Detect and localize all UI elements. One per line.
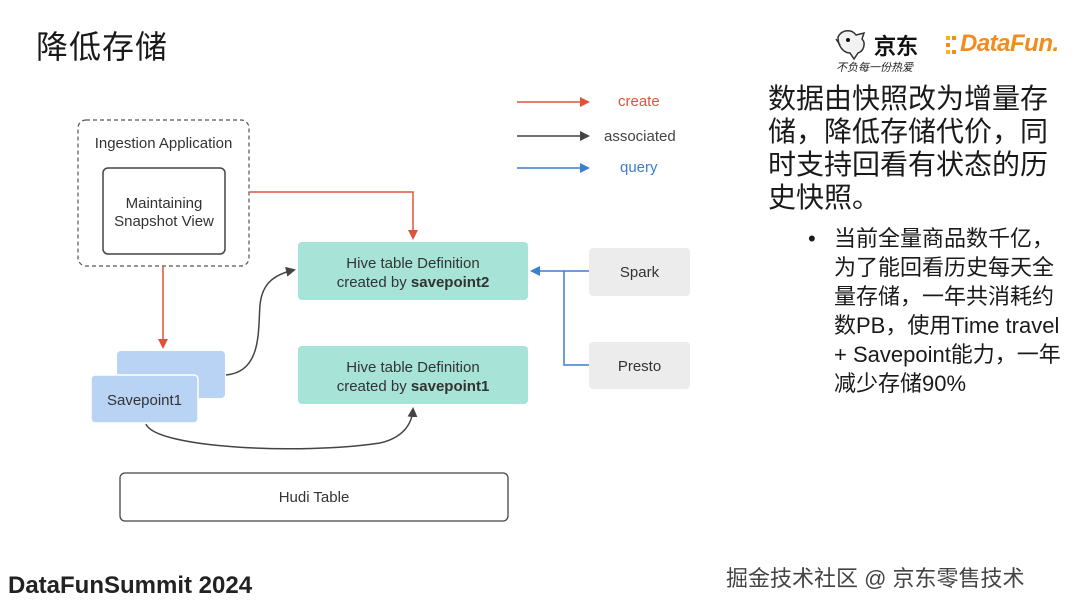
hive-definition-2-box xyxy=(298,242,528,300)
snapshot-view-label-1: Maintaining xyxy=(126,195,203,212)
legend-query-label: query xyxy=(620,159,658,176)
jd-logo-slogan: 不负每一份热爱 xyxy=(836,62,913,74)
hive-definition-2-prefix: created by xyxy=(337,274,411,291)
legend-create-label: create xyxy=(618,93,660,110)
datafun-d-mark-icon xyxy=(946,36,956,54)
hive-definition-1-prefix: created by xyxy=(337,378,411,395)
spark-label: Spark xyxy=(620,264,660,281)
footer-watermark: 掘金技术社区 @ 京东零售技术 xyxy=(726,566,1025,591)
savepoint-label: Savepoint1 xyxy=(107,392,182,409)
datafun-logo-name: DataFun. xyxy=(960,30,1059,57)
hive-definition-2-line1: Hive table Definition xyxy=(346,255,479,272)
datafun-logo: DataFun. xyxy=(944,30,1066,60)
hive-definition-1-line2: created by savepoint1 xyxy=(337,378,490,395)
legend: create associated query xyxy=(517,93,676,176)
savepoint-front-card xyxy=(90,374,199,424)
hudi-table-label: Hudi Table xyxy=(279,489,350,506)
presto-label: Presto xyxy=(618,358,661,375)
footer-event-name: DataFunSummit 2024 xyxy=(8,572,253,599)
snapshot-view-label-2: Snapshot View xyxy=(114,213,214,230)
jd-dog-mascot-icon xyxy=(835,30,866,61)
jd-logo: 京东 不负每一份热爱 xyxy=(834,27,932,77)
hive-definition-1-savepoint: savepoint1 xyxy=(411,378,489,395)
ingestion-application-label: Ingestion Application xyxy=(95,135,233,152)
associated-arrow-to-hive1 xyxy=(145,407,418,450)
legend-associated-label: associated xyxy=(604,128,676,145)
jd-logo-name: 京东 xyxy=(874,34,919,59)
page-title: 降低存储 xyxy=(36,29,169,65)
bullet-dot: • xyxy=(808,226,816,251)
hive-definition-1-line1: Hive table Definition xyxy=(346,359,479,376)
snapshot-view-box xyxy=(102,167,226,255)
associated-arrow-to-hive2 xyxy=(225,266,296,376)
bullet-text: 当前全量商品数千亿，为了能回看历史每天全量存储，一年共消耗约数PB，使用Time… xyxy=(834,226,1061,396)
spark-box xyxy=(589,248,690,296)
summary-text: 数据由快照改为增量存储，降低存储代价，同时支持回看有状态的历史快照。 xyxy=(768,83,1049,213)
hive-definition-2-line2: created by savepoint2 xyxy=(337,274,490,291)
hive-definition-1-box xyxy=(298,346,528,404)
hive-definition-2-savepoint: savepoint2 xyxy=(411,274,489,291)
presto-box xyxy=(589,342,690,389)
create-arrow-to-hive2 xyxy=(249,191,418,240)
query-arrow-presto xyxy=(563,271,589,366)
hudi-table-box xyxy=(119,472,509,522)
